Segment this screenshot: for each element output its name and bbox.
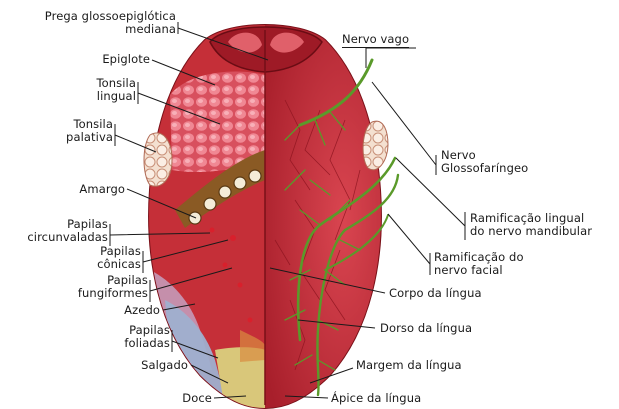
label-margem-da-lingua: Margem da língua [356, 359, 462, 372]
tongue-right-half [265, 20, 395, 409]
label-papilas-foliadas: Papilas foliadas [90, 324, 170, 350]
label-amargo: Amargo [45, 183, 125, 196]
label-nervo-vago: Nervo vago [342, 33, 409, 48]
label-ramificacao-lingual: Ramificação lingual do nervo mandibular [470, 212, 592, 238]
label-apice-da-lingua: Ápice da língua [331, 392, 421, 405]
label-nervo-glossofaringeo: Nervo Glossofaríngeo [441, 149, 528, 175]
label-tonsila-palativa: Tonsila palativa [33, 118, 113, 144]
label-ramificacao-facial: Ramificação do nervo facial [434, 251, 524, 277]
label-corpo-da-lingua: Corpo da língua [389, 287, 482, 300]
label-dorso-da-lingua: Dorso da língua [380, 322, 472, 335]
label-papilas-conicas: Papilas cônicas [60, 245, 141, 271]
label-papilas-circunvaladas: Papilas circunvaladas [10, 218, 108, 244]
palatine-tonsil-right [363, 121, 388, 170]
label-epiglote: Epiglote [70, 53, 150, 66]
label-azedo: Azedo [80, 304, 160, 317]
palatine-tonsil-left [144, 133, 172, 186]
label-doce: Doce [132, 392, 212, 405]
label-tonsila-lingual: Tonsila lingual [56, 77, 136, 103]
label-salgado: Salgado [108, 359, 188, 372]
label-prega-glossoepiglotica: Prega glossoepiglótica mediana [14, 10, 176, 36]
label-papilas-fungiformes: Papilas fungiformes [58, 274, 148, 300]
